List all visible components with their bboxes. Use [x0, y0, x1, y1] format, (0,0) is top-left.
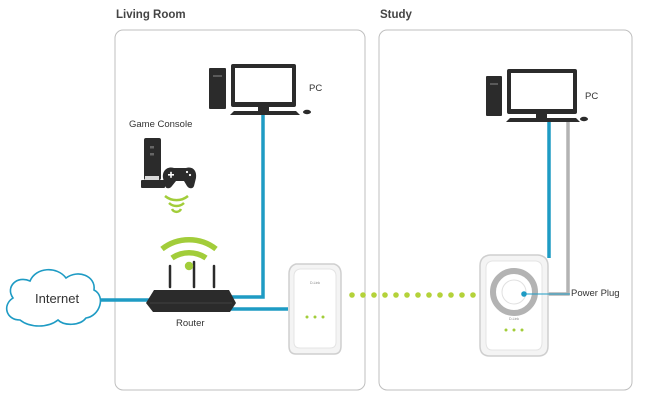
- pc-label-living: PC: [309, 83, 323, 94]
- power-plug-marker: [521, 291, 527, 297]
- gamepad-icon: [162, 167, 197, 189]
- svg-text:D-Link: D-Link: [310, 281, 320, 285]
- power-plug-label: Power Plug: [571, 288, 620, 299]
- svg-text:D-Link: D-Link: [509, 317, 519, 321]
- game-console-label: Game Console: [129, 119, 193, 130]
- study-room-frame: [378, 29, 633, 391]
- game-console-icon: [141, 138, 165, 188]
- pc-label-study: PC: [585, 91, 599, 102]
- living-pc-icon: [209, 64, 311, 115]
- internet-cloud-icon: [5, 268, 102, 327]
- powerline-adapter-study-icon: D-Link: [479, 254, 549, 357]
- ethernet-cables: [100, 110, 551, 311]
- powerline-adapter-living-icon: D-Link: [288, 263, 342, 355]
- router-icon: [146, 260, 236, 312]
- study-pc-icon: [486, 69, 588, 122]
- living-room-frame: [114, 29, 366, 391]
- console-wifi-icon: [164, 194, 189, 214]
- living-room-title: Living Room: [116, 9, 186, 21]
- pc-router-cable: [222, 110, 265, 299]
- router-label: Router: [176, 318, 205, 329]
- powerline-link: [349, 292, 476, 298]
- router-wifi-icon: [160, 237, 218, 271]
- study-room-title: Study: [380, 9, 412, 21]
- internet-label: Internet: [35, 291, 80, 306]
